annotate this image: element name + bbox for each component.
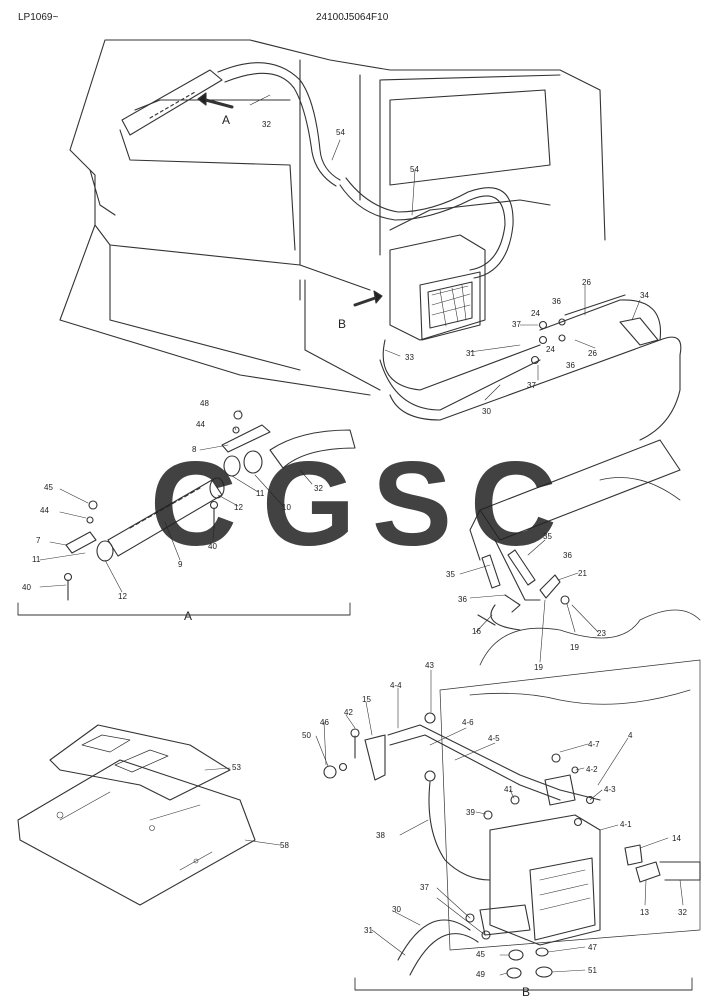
callout-arrow-b: B	[338, 317, 346, 331]
part-label: 58	[280, 841, 289, 850]
part-label: 34	[640, 291, 649, 300]
section-label-a: A	[184, 609, 192, 623]
watermark-letter: G	[262, 437, 355, 571]
leader-lines	[39, 94, 684, 976]
part-label: 32	[262, 120, 271, 129]
part-label: 45	[476, 950, 485, 959]
part-label: 19	[570, 643, 579, 652]
part-label: 36	[552, 297, 561, 306]
part-label: 36	[566, 361, 575, 370]
detail-b-parts	[323, 659, 701, 979]
part-label: 9	[178, 560, 183, 569]
part-label: 4-4	[390, 681, 402, 690]
part-label: 53	[232, 763, 241, 772]
part-label: 4-5	[488, 734, 500, 743]
part-label: 37	[420, 883, 429, 892]
part-label: 11	[32, 555, 41, 564]
part-label: 54	[410, 165, 419, 174]
part-label: 32	[678, 908, 687, 917]
part-label: 7	[36, 536, 41, 545]
part-label: 44	[196, 420, 205, 429]
part-label: 21	[578, 569, 587, 578]
part-label: 46	[320, 718, 329, 727]
part-label: 10	[282, 503, 291, 512]
part-label: 26	[582, 278, 591, 287]
part-label: 36	[563, 551, 572, 560]
part-label: 16	[472, 627, 481, 636]
floor-plates	[17, 724, 256, 906]
watermark-letter: S	[372, 437, 452, 571]
part-label: 39	[466, 808, 475, 817]
part-label: 24	[531, 309, 540, 318]
defroster-duct	[121, 62, 341, 187]
watermark-letter: C	[470, 437, 557, 571]
part-label: 36	[458, 595, 467, 604]
part-label: 35	[446, 570, 455, 579]
part-label: 13	[640, 908, 649, 917]
watermark-cgsc: C G S C	[150, 437, 557, 571]
part-label: 45	[44, 483, 53, 492]
part-label: 37	[512, 320, 521, 329]
part-label: 26	[588, 349, 597, 358]
part-label: 12	[118, 592, 127, 601]
callout-arrow-a: A	[222, 113, 230, 127]
part-label: 11	[256, 489, 265, 498]
part-label: 24	[546, 345, 555, 354]
part-label: 35	[543, 532, 552, 541]
part-label: 48	[200, 399, 209, 408]
part-label: 40	[208, 542, 217, 551]
part-label: 50	[302, 731, 311, 740]
part-label: 41	[504, 785, 513, 794]
part-label: 12	[234, 503, 243, 512]
model-code: LP1069~	[18, 12, 59, 23]
heater-unit	[389, 234, 486, 341]
part-label: 51	[588, 966, 597, 975]
part-label: 4-7	[588, 740, 600, 749]
part-label: 8	[192, 445, 197, 454]
part-label: 49	[476, 970, 485, 979]
part-label: 4-2	[586, 765, 598, 774]
part-label: 4-3	[604, 785, 616, 794]
part-label: 23	[597, 629, 606, 638]
part-label: 4	[628, 731, 633, 740]
detail-a-parts	[63, 410, 356, 601]
part-label: 43	[425, 661, 434, 670]
part-label: 31	[466, 349, 475, 358]
part-label: 32	[314, 484, 323, 493]
cab-outline	[59, 39, 606, 396]
drawing-number: 24100J5064F10	[316, 12, 389, 23]
part-label: 54	[336, 128, 345, 137]
part-label: 4-6	[462, 718, 474, 727]
watermark-letter: C	[150, 437, 237, 571]
part-label: 38	[376, 831, 385, 840]
part-label: 42	[344, 708, 353, 717]
part-label: 37	[527, 381, 536, 390]
part-label: 30	[482, 407, 491, 416]
part-label: 31	[364, 926, 373, 935]
part-label: 14	[672, 834, 681, 843]
part-label: 33	[405, 353, 414, 362]
section-label-b: B	[522, 985, 530, 999]
part-label: 40	[22, 583, 31, 592]
part-label: 19	[534, 663, 543, 672]
part-label: 15	[362, 695, 371, 704]
part-label: 44	[40, 506, 49, 515]
part-label: 47	[588, 943, 597, 952]
part-label: 30	[392, 905, 401, 914]
part-label: 4-1	[620, 820, 632, 829]
